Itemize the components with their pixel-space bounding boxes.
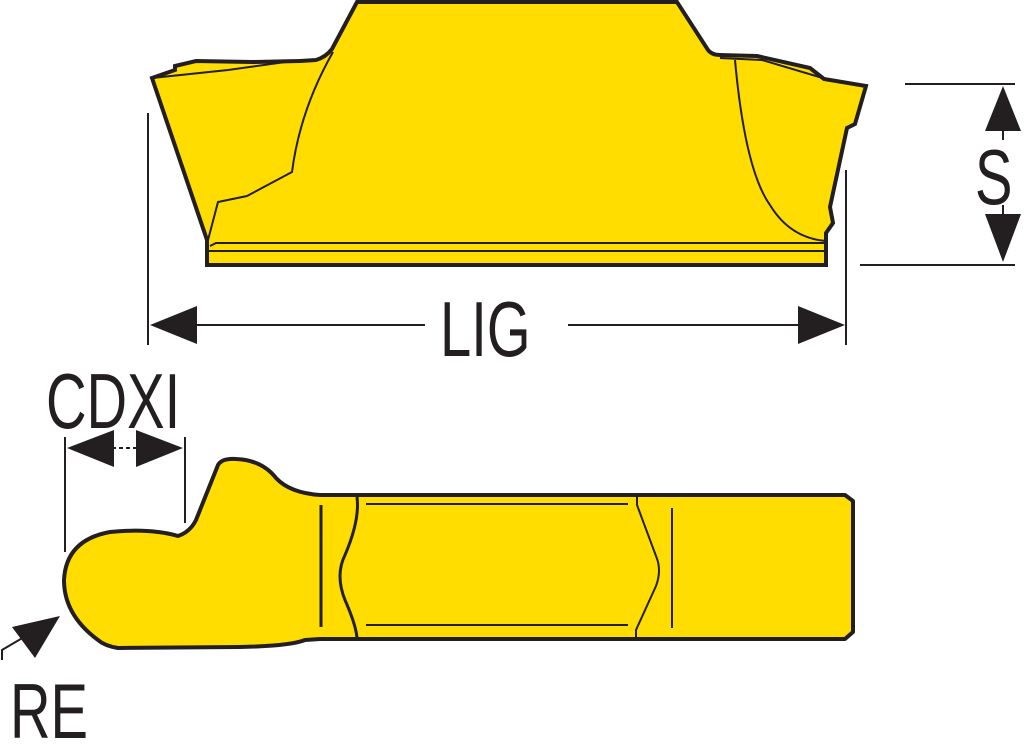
insert-side-view	[149, 0, 869, 267]
lig-arrow-right-icon	[798, 306, 845, 344]
side-left-face-line	[207, 51, 334, 241]
dimension-cdxi	[64, 430, 186, 552]
top-right-wave-line	[635, 497, 660, 638]
dimension-re	[1, 616, 60, 660]
top-left-wave-line	[338, 496, 359, 639]
label-lig: LIG	[440, 285, 531, 373]
label-re: RE	[10, 667, 89, 755]
label-cdxi: CDXI	[46, 357, 181, 445]
dimension-s	[860, 83, 1021, 266]
side-right-face-line	[734, 59, 827, 242]
cdxi-arrow-right-icon	[136, 430, 183, 467]
side-right-flap-line	[719, 57, 827, 80]
dimension-lig	[147, 113, 847, 345]
insert-top-body	[62, 456, 855, 650]
cdxi-arrow-left-icon	[67, 430, 114, 467]
insert-side-body	[149, 0, 869, 267]
s-arrow-down-icon	[985, 214, 1021, 262]
lig-arrow-left-icon	[150, 306, 197, 344]
insert-diagram	[1, 0, 1021, 660]
side-bottom-ledge	[207, 242, 826, 252]
s-arrow-up-icon	[985, 86, 1021, 131]
re-arrow-icon	[12, 616, 60, 658]
side-left-flap-line	[151, 59, 301, 79]
insert-top-view	[62, 456, 855, 650]
label-s: S	[975, 133, 1013, 221]
